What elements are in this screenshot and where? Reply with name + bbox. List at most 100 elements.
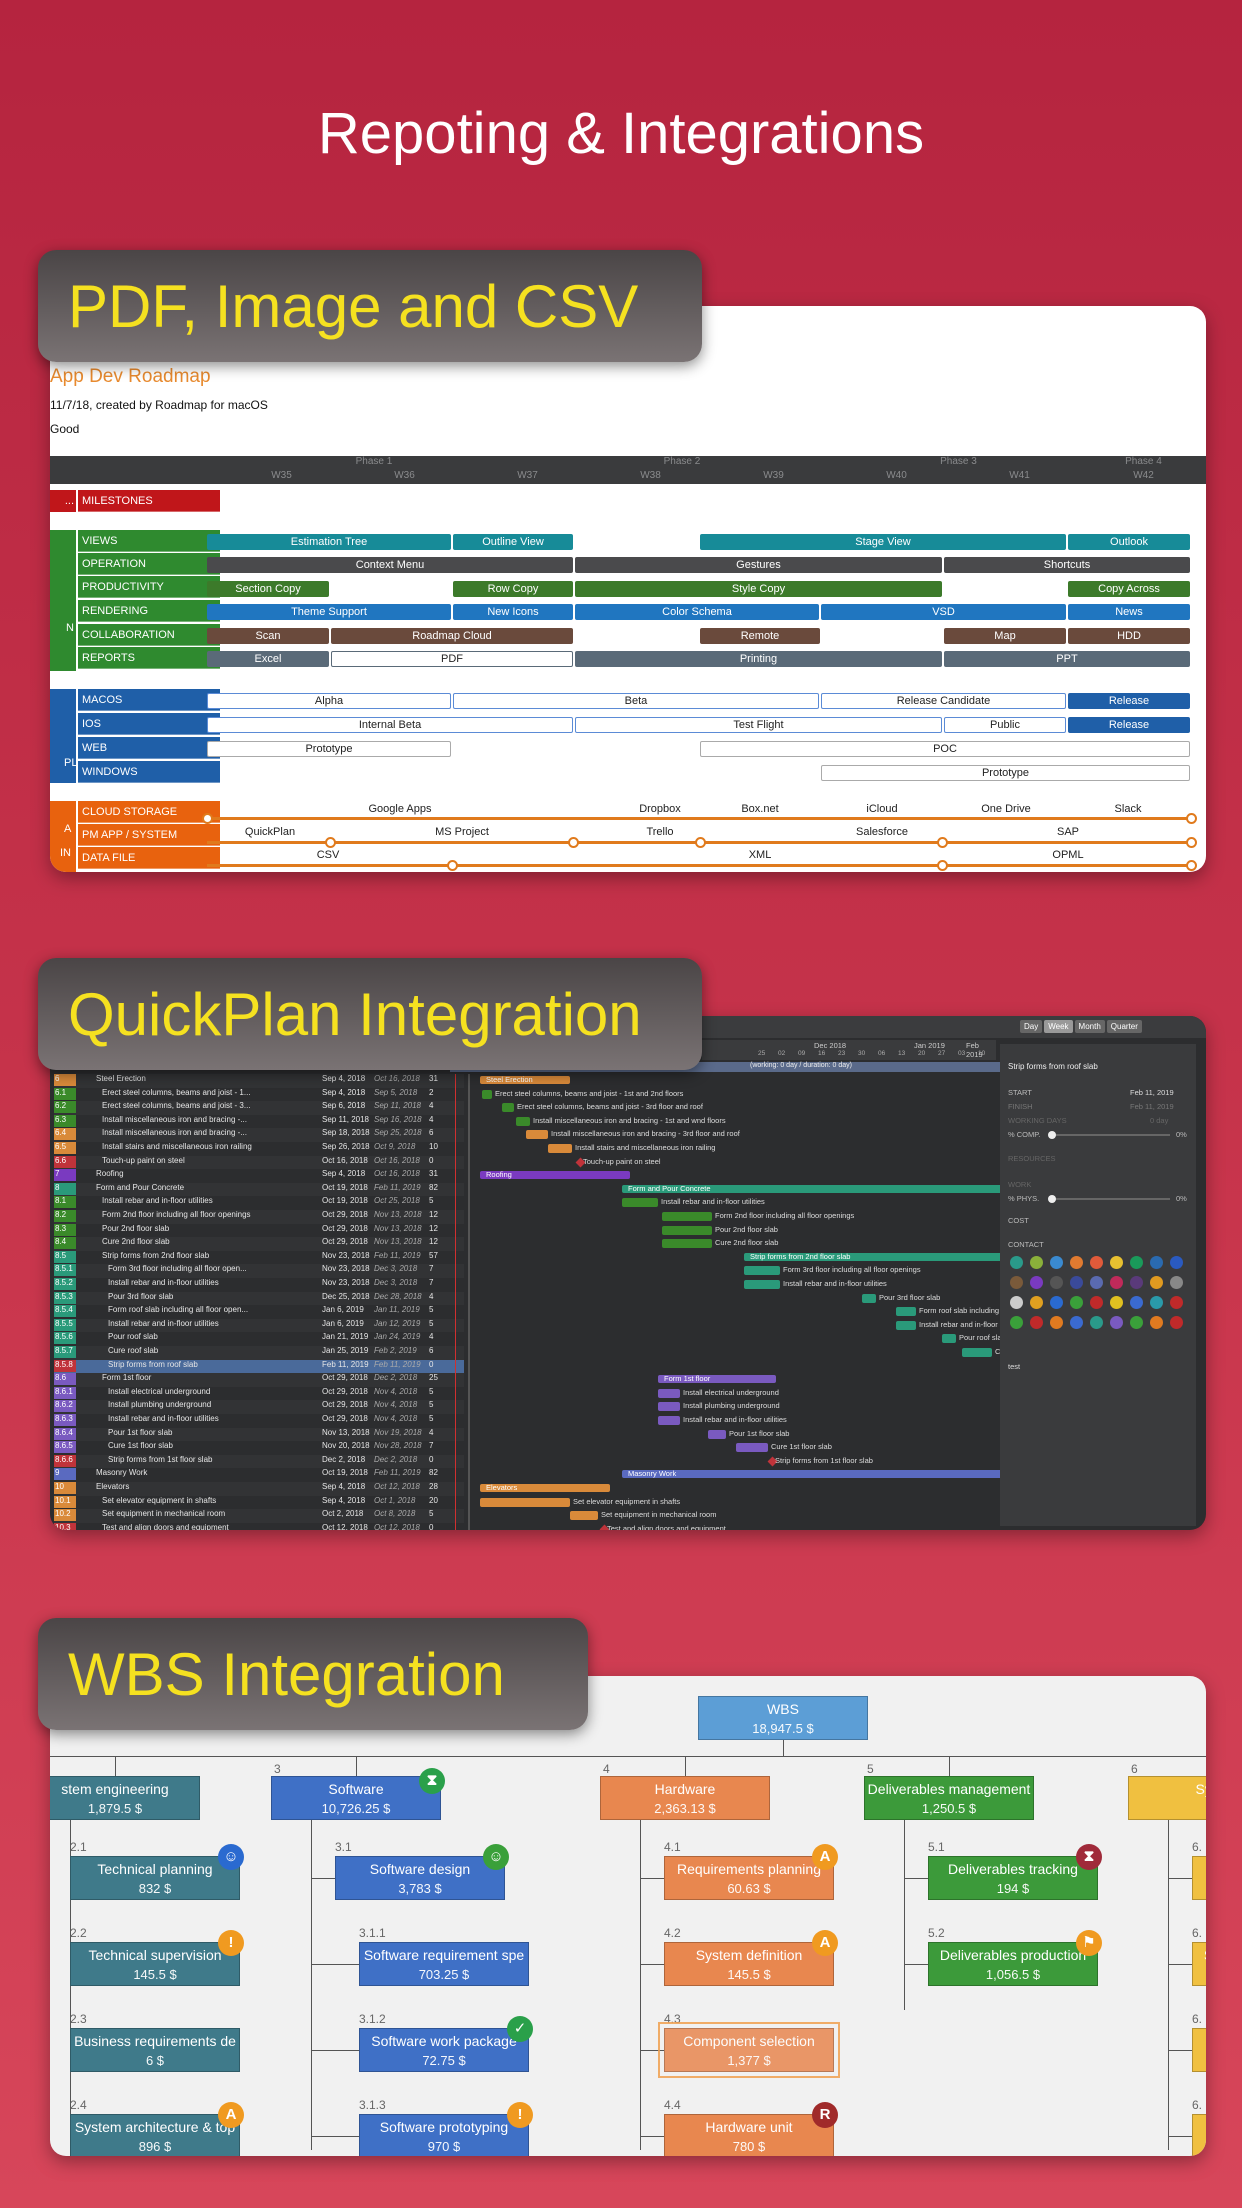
lane-label-operation[interactable]: OPERATION [78, 553, 220, 575]
roadmap-bar[interactable]: Shortcuts [944, 557, 1190, 573]
color-swatch[interactable] [1030, 1256, 1043, 1269]
color-swatch[interactable] [1050, 1256, 1063, 1269]
gantt-bar[interactable] [708, 1429, 726, 1439]
hourglass-green-icon[interactable]: ⧗ [419, 1768, 445, 1794]
wbs-node[interactable]: Di [1192, 2114, 1206, 2156]
color-swatch[interactable] [1170, 1256, 1183, 1269]
gantt-bar[interactable] [744, 1280, 780, 1289]
color-swatch[interactable] [1010, 1256, 1023, 1269]
color-swatch[interactable] [1070, 1256, 1083, 1269]
color-swatch[interactable] [1130, 1256, 1143, 1269]
gantt-bar[interactable] [662, 1239, 712, 1249]
letter-a-icon[interactable]: A [812, 1930, 838, 1956]
roadmap-bar[interactable]: VSD [821, 604, 1066, 620]
wbs-node[interactable] [1192, 2028, 1206, 2072]
lane-label-rendering[interactable]: RENDERING [78, 600, 220, 622]
milestone-dot[interactable] [447, 860, 458, 871]
wbs-node[interactable]: M [1192, 1856, 1206, 1900]
gantt-bar[interactable] [662, 1212, 712, 1221]
milestone-dot[interactable] [568, 837, 579, 848]
roadmap-bar[interactable]: News [1068, 604, 1190, 620]
split-divider[interactable] [468, 1074, 470, 1530]
milestone-dot[interactable] [695, 837, 706, 848]
roadmap-bar[interactable]: Printing [575, 651, 942, 667]
gantt-bar[interactable] [658, 1375, 776, 1384]
roadmap-bar[interactable]: PDF [331, 651, 573, 667]
gantt-bar[interactable] [658, 1416, 680, 1425]
roadmap-bar[interactable]: New Icons [453, 604, 573, 620]
roadmap-bar[interactable]: Scan [207, 628, 329, 644]
color-swatch[interactable] [1050, 1316, 1063, 1329]
color-swatch[interactable] [1010, 1316, 1023, 1329]
gantt-bar[interactable] [622, 1184, 1002, 1193]
lane-label-collaboration[interactable]: COLLABORATION [78, 624, 220, 646]
color-swatch[interactable] [1090, 1316, 1103, 1329]
gantt-bar[interactable] [658, 1402, 680, 1412]
color-swatch[interactable] [1150, 1296, 1163, 1309]
roadmap-bar[interactable]: Prototype [207, 741, 451, 757]
color-swatch[interactable] [1010, 1276, 1023, 1289]
roadmap-bar[interactable]: Stage View [700, 534, 1066, 550]
letter-r-icon[interactable]: R [812, 2102, 838, 2128]
color-swatch[interactable] [1050, 1276, 1063, 1289]
inspector-finish-value[interactable]: Feb 11, 2019 [1130, 1102, 1174, 1111]
lane-label-web[interactable]: WEB [78, 737, 220, 759]
gantt-bar[interactable] [480, 1171, 630, 1180]
roadmap-bar[interactable]: Alpha [207, 693, 451, 709]
color-swatch[interactable] [1070, 1316, 1083, 1329]
roadmap-bar[interactable]: POC [700, 741, 1190, 757]
color-swatch[interactable] [1110, 1296, 1123, 1309]
gantt-bar[interactable] [526, 1130, 548, 1140]
milestone-dot[interactable] [937, 837, 948, 848]
color-swatch[interactable] [1090, 1256, 1103, 1269]
lane-label-productivity[interactable]: PRODUCTIVITY [78, 576, 220, 598]
roadmap-bar[interactable]: Excel [207, 651, 329, 667]
gantt-bar[interactable] [570, 1511, 598, 1521]
roadmap-bar[interactable]: Copy Across [1068, 581, 1190, 597]
roadmap-bar[interactable]: Roadmap Cloud [331, 628, 573, 644]
gantt-bar[interactable] [480, 1497, 570, 1507]
lane-label-pm-app[interactable]: PM APP / SYSTEM [78, 824, 220, 846]
gantt-bar[interactable] [962, 1348, 992, 1357]
color-swatch[interactable] [1090, 1296, 1103, 1309]
view-week-button[interactable]: Week [1044, 1020, 1073, 1033]
letter-a-icon[interactable]: A [812, 1844, 838, 1870]
milestone-dot[interactable] [1186, 813, 1197, 824]
color-swatch[interactable] [1030, 1296, 1043, 1309]
lane-label-ios[interactable]: IOS [78, 713, 220, 735]
milestone-dot[interactable] [202, 813, 213, 824]
check-green-icon[interactable]: ✓ [507, 2016, 533, 2042]
lane-label-views[interactable]: VIEWS [78, 530, 220, 552]
color-swatch[interactable] [1170, 1296, 1183, 1309]
milestone-dot[interactable] [1186, 860, 1197, 871]
alert-orange-icon[interactable]: ! [507, 2102, 533, 2128]
roadmap-bar[interactable]: Theme Support [207, 604, 451, 620]
view-day-button[interactable]: Day [1020, 1020, 1043, 1033]
roadmap-bar[interactable]: Outline View [453, 534, 573, 550]
roadmap-bar[interactable]: Beta [453, 693, 819, 709]
